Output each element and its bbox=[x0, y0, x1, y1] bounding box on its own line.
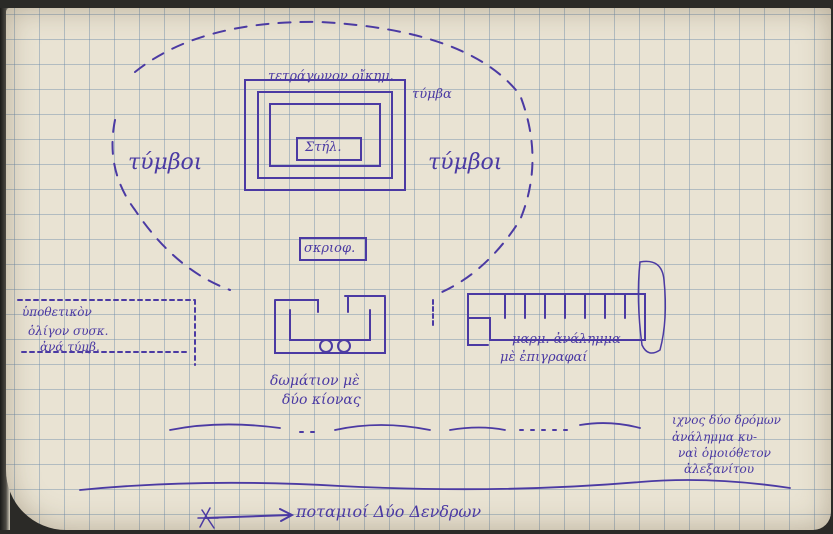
tumulus-dashed-outline bbox=[111, 20, 534, 296]
label-marble-2: μὲ ἐπιγραφαί bbox=[500, 350, 588, 365]
road-traces bbox=[169, 422, 641, 431]
wall-end-rubble bbox=[637, 260, 667, 354]
building-middle bbox=[257, 91, 393, 179]
label-hypothetikon-2: ὁλίγον συσκ. bbox=[28, 324, 109, 338]
scribble-mark bbox=[197, 507, 219, 529]
stele-box bbox=[296, 137, 362, 161]
label-marble-1: μαρμ. ἀνάλημμα bbox=[512, 332, 621, 347]
marble-wall bbox=[467, 293, 646, 346]
column-1 bbox=[319, 339, 333, 353]
building-outer bbox=[244, 79, 406, 191]
label-tymba: τύμβα bbox=[412, 87, 452, 102]
notebook-edge bbox=[0, 8, 10, 530]
road-dots bbox=[299, 429, 571, 433]
column-2 bbox=[337, 339, 351, 353]
label-tymbos-right: τύμβοι bbox=[428, 150, 503, 175]
label-hypothetikon-3: ἀνά τύμβ. bbox=[40, 340, 100, 354]
label-road-note-3: ναὶ ὁμοιόθετον bbox=[678, 446, 771, 460]
label-road-note-1: ιχνος δύο δρόμων bbox=[672, 413, 781, 427]
label-tymbos-left: τύμβοι bbox=[128, 150, 203, 175]
label-road-note-2: ἀνάλημμα κυ- bbox=[672, 430, 758, 444]
label-room-2: δύο κίονας bbox=[282, 392, 361, 408]
label-river: ποταμιοί Δύο Δενδρων bbox=[296, 502, 482, 521]
label-road-note-4: ἀλεξανίτου bbox=[684, 462, 755, 476]
room-with-columns bbox=[274, 295, 386, 354]
hypothetical-structure bbox=[17, 299, 196, 366]
label-tetragonon: τετράγωνον οἴκημ. bbox=[268, 69, 394, 84]
label-hypothetikon-1: ὑποθετικὸν bbox=[22, 305, 92, 319]
river-arrow bbox=[204, 508, 295, 522]
building-inner bbox=[269, 103, 381, 167]
river-line bbox=[79, 479, 791, 491]
notebook-page bbox=[6, 8, 831, 530]
label-room-1: δωμάτιον μὲ bbox=[270, 373, 360, 389]
skrioph-box bbox=[299, 237, 367, 261]
label-stele: Στήλ. bbox=[305, 140, 342, 155]
label-skrioph: σκριοφ. bbox=[304, 241, 356, 256]
